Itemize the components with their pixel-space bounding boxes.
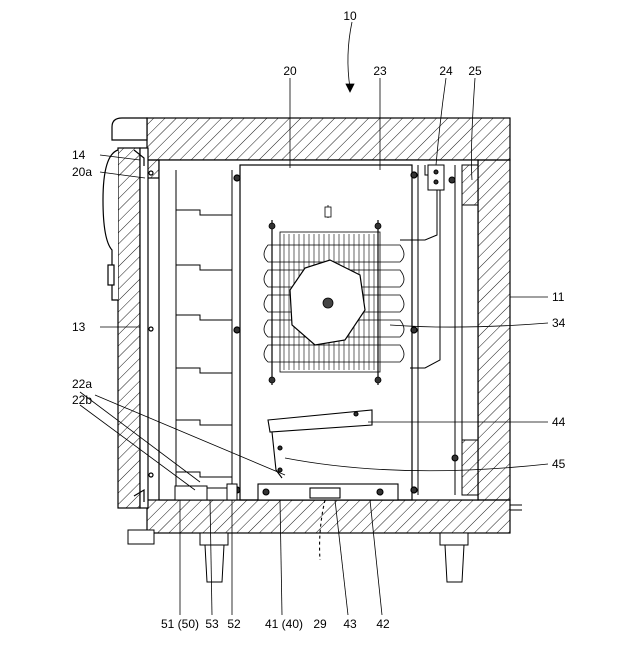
label-11: 11 — [552, 290, 565, 304]
label-51-50: 51 (50) — [161, 617, 199, 631]
label-52: 52 — [227, 617, 241, 631]
label-29: 29 — [313, 617, 327, 631]
label-23: 23 — [373, 64, 387, 78]
label-41-40: 41 (40) — [265, 617, 303, 631]
label-53: 53 — [205, 617, 219, 631]
label-20: 20 — [283, 64, 297, 78]
label-10: 10 — [343, 9, 357, 23]
label-22b: 22b — [72, 393, 92, 407]
label-34: 34 — [552, 316, 566, 330]
label-24: 24 — [439, 64, 453, 78]
door — [103, 148, 153, 508]
label-45: 45 — [552, 457, 566, 471]
bottom-seal-parts — [175, 484, 237, 500]
label-25: 25 — [468, 64, 482, 78]
label-20a: 20a — [72, 165, 92, 179]
label-14: 14 — [72, 148, 86, 162]
label-44: 44 — [552, 415, 566, 429]
label-22a: 22a — [72, 377, 92, 391]
label-42: 42 — [376, 617, 390, 631]
label-43: 43 — [343, 617, 357, 631]
label-13: 13 — [72, 320, 86, 334]
